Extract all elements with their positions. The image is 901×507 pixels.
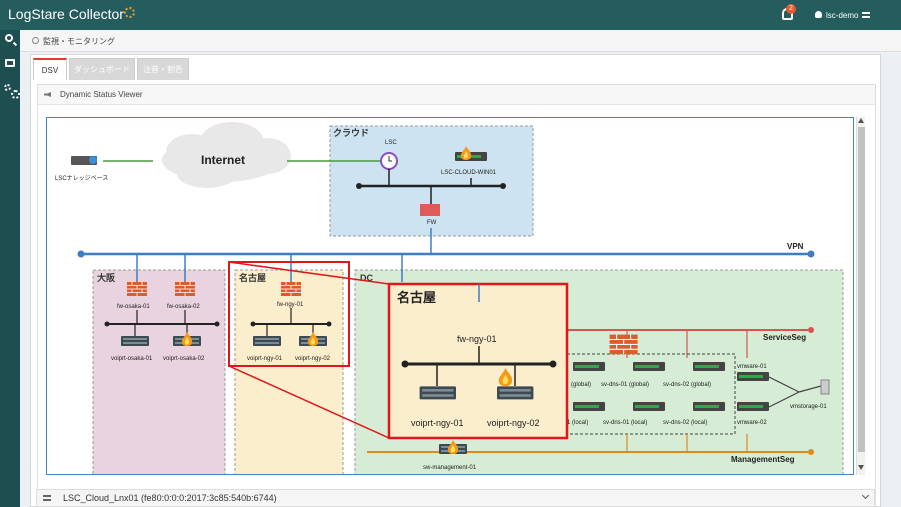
top-bar: LogStare Collector 2 lsc-demo <box>0 0 901 30</box>
vmware-02-label: vmware-02 <box>737 420 767 426</box>
breadcrumb-text: 監視・モニタリング <box>43 37 115 46</box>
user-name[interactable]: lsc-demo <box>826 11 859 20</box>
zoom-sw2-icon <box>496 386 534 400</box>
app-title[interactable]: LogStare Collector <box>8 6 124 22</box>
dns-local-01-label: sv-dns-01 (local) <box>603 420 647 426</box>
zoom-fw-label: fw-ngy-01 <box>457 334 497 344</box>
chevron-down-icon[interactable] <box>861 491 870 500</box>
zoom-source-frame <box>228 261 350 367</box>
dns-global-01-label: sv-dns-01 (global) <box>601 382 649 388</box>
scroll-up-icon[interactable] <box>858 118 864 123</box>
vpn-label: VPN <box>787 242 804 251</box>
zone-cloud-title: クラウド <box>333 128 369 138</box>
search-icon <box>5 34 13 42</box>
zoom-fw-icon <box>609 334 639 355</box>
monitor-icon <box>5 59 15 67</box>
service-seg-label: ServiceSeg <box>763 333 806 342</box>
sidebar <box>0 30 20 507</box>
zone-dc-title: DC <box>360 273 373 283</box>
voiprt-osaka-01-icon <box>121 336 149 346</box>
zone-nagoya <box>234 269 344 474</box>
loading-gear-icon <box>124 7 135 18</box>
tab-dsv[interactable]: DSV <box>33 58 67 80</box>
internet-label: Internet <box>201 153 245 167</box>
bottom-device-bar[interactable]: LSC_Cloud_Lnx01 (fe80:0:0:0:2017:3c85:54… <box>36 489 875 507</box>
zone-nagoya-title: 名古屋 <box>239 272 266 283</box>
dns-local-00-label: 1 (local) <box>567 420 588 426</box>
gears-icon <box>4 84 20 99</box>
dns-global-01-icon <box>633 362 665 371</box>
server-list-icon <box>43 495 51 501</box>
network-diagram-svg: 大阪 名古屋 DC クラウド Internet <box>55 122 844 474</box>
breadcrumb-icon <box>32 37 39 44</box>
voiprt-ngy-01-icon <box>253 336 281 346</box>
vmware-01-icon <box>737 372 769 381</box>
voiprt-osaka-02-label: voiprt-osaka-02 <box>163 356 205 362</box>
dsv-panel: Dynamic Status Viewer <box>37 84 876 505</box>
fw-ngy-01-icon <box>280 281 302 297</box>
fw-osaka-01-label: fw-osaka-01 <box>117 304 150 310</box>
zoom-title: 名古屋 <box>397 290 436 305</box>
scroll-thumb[interactable] <box>858 127 865 452</box>
megaphone-icon <box>44 92 51 97</box>
management-seg-label: ManagementSeg <box>731 455 795 464</box>
cloud-fw-icon <box>420 204 440 216</box>
main-content: DSV ダッシュボード 注音・割告 Dynamic Status Viewer <box>30 54 881 507</box>
fw-osaka-02-icon <box>174 281 196 297</box>
zoom-sw1-label: voiprt-ngy-01 <box>411 418 464 428</box>
dns-local-01-icon <box>633 402 665 411</box>
dns-global-00-label: (global) <box>571 382 591 388</box>
zone-cloud <box>329 125 534 237</box>
breadcrumb: 監視・モニタリング <box>20 30 901 52</box>
sidebar-item-search[interactable] <box>0 30 20 50</box>
vmstorage-icon <box>820 379 830 395</box>
tab-alerts[interactable]: 注音・割告 <box>137 58 189 80</box>
knowledge-base-label: LSCナレッジベース <box>55 175 108 182</box>
tab-dashboard[interactable]: ダッシュボード <box>69 58 135 80</box>
cloud-fw-label: FW <box>427 220 437 226</box>
user-icon[interactable] <box>815 11 822 18</box>
sidebar-item-monitoring[interactable] <box>0 54 20 74</box>
scroll-down-icon[interactable] <box>858 465 864 470</box>
dns-global-02-icon <box>693 362 725 371</box>
vmware-01-label: vmware-01 <box>737 364 767 370</box>
panel-title: Dynamic Status Viewer <box>60 90 143 99</box>
lsc-label: LSC <box>385 140 397 146</box>
diagram-scrollbar[interactable] <box>856 117 865 475</box>
vmstorage-label: vmstorage-01 <box>790 404 827 410</box>
panel-header: Dynamic Status Viewer <box>38 85 875 105</box>
fw-osaka-01-icon <box>126 281 148 297</box>
zoom-sw1-icon <box>419 386 456 400</box>
voiprt-ngy-01-label: voiprt-ngy-01 <box>247 356 283 362</box>
user-menu-icon[interactable] <box>862 12 870 18</box>
vmware-02-icon <box>737 402 769 411</box>
dns-local-00-icon <box>573 402 605 411</box>
fw-osaka-02-label: fw-osaka-02 <box>167 304 200 310</box>
zone-osaka-title: 大阪 <box>97 272 116 283</box>
network-diagram: 大阪 名古屋 DC クラウド Internet <box>46 117 854 475</box>
fw-ngy-01-label: fw-ngy-01 <box>277 302 304 308</box>
notification-badge: 2 <box>786 4 796 14</box>
voiprt-osaka-01-label: voiprt-osaka-01 <box>111 356 153 362</box>
internet-cloud-icon <box>162 122 291 188</box>
zoom-sw2-label: voiprt-ngy-02 <box>487 418 540 428</box>
cloud-server-label: LSC-CLOUD-WIN01 <box>441 170 497 176</box>
voiprt-ngy-02-label: voiprt-ngy-02 <box>295 356 331 362</box>
zone-osaka <box>92 269 226 474</box>
sidebar-item-settings[interactable] <box>0 80 20 100</box>
sw-management-01-label: sw-management-01 <box>423 465 477 471</box>
dns-local-02-icon <box>693 402 725 411</box>
zoom-panel <box>387 282 569 440</box>
dns-global-02-label: sv-dns-02 (global) <box>663 382 711 388</box>
dns-local-02-label: sv-dns-02 (local) <box>663 420 707 426</box>
bottom-device-label: LSC_Cloud_Lnx01 (fe80:0:0:0:2017:3c85:54… <box>63 493 277 503</box>
dns-global-00-icon <box>573 362 605 371</box>
